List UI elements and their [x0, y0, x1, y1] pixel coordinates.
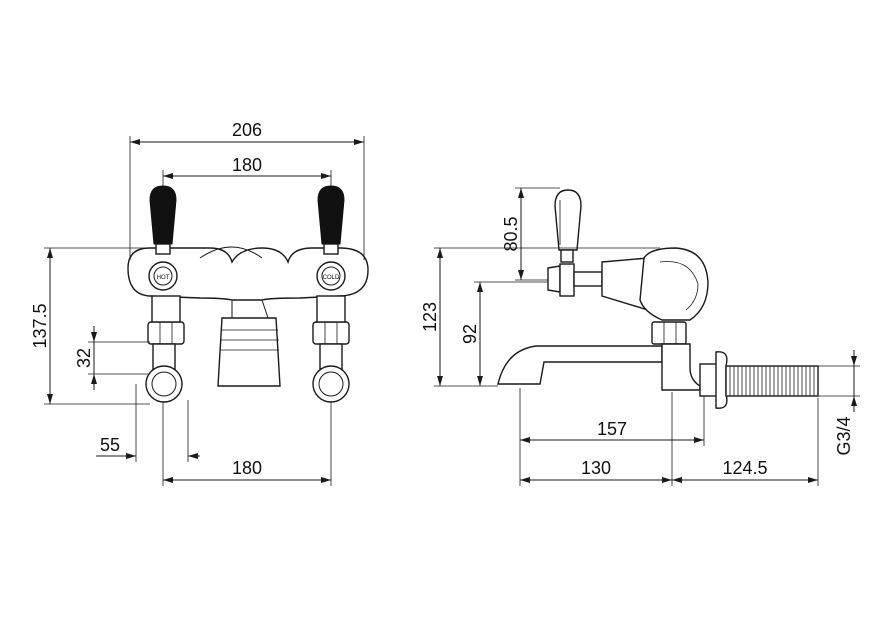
cold-label: COLD — [323, 275, 340, 281]
dim-32-label: 32 — [74, 348, 94, 368]
side-lever — [547, 189, 649, 311]
dim-g3-4-label: G3/4 — [834, 416, 854, 455]
dim-92-label: 92 — [460, 324, 480, 344]
inlet-legs — [145, 295, 350, 403]
side-body — [497, 247, 819, 409]
dim-tail-length: 124.5 — [672, 398, 819, 486]
hot-lever: HOT — [148, 185, 178, 291]
dim-206-label: 206 — [232, 120, 262, 140]
front-view: HOT COLD — [30, 120, 369, 486]
hot-label: HOT — [157, 275, 170, 281]
dim-123-label: 123 — [420, 302, 440, 332]
tap-body — [127, 246, 369, 387]
side-view: 80.5 123 92 157 130 — [420, 187, 860, 486]
dim-180-bottom-label: 180 — [232, 458, 262, 478]
dim-outlet-gap: 32 — [74, 326, 150, 390]
dim-lever-height: 80.5 — [501, 187, 560, 281]
dim-inlet-centres: 180 — [162, 402, 332, 486]
cold-lever: COLD — [316, 185, 346, 291]
dim-80-5-label: 80.5 — [501, 216, 521, 251]
dim-height: 137.5 — [30, 247, 150, 405]
dim-130-label: 130 — [581, 458, 611, 478]
dim-124-5-label: 124.5 — [722, 458, 767, 478]
dim-180-top-label: 180 — [232, 155, 262, 175]
dim-lever-centres: 180 — [162, 155, 332, 186]
dim-offset: 55 — [96, 384, 200, 462]
dim-157-label: 157 — [597, 419, 627, 439]
dim-137-label: 137.5 — [30, 303, 50, 348]
dim-thread: G3/4 — [818, 350, 860, 456]
dim-overall-width: 206 — [129, 120, 365, 260]
dim-projection: 157 — [519, 388, 705, 486]
dim-height-92: 92 — [460, 281, 548, 386]
dim-55-label: 55 — [100, 435, 120, 455]
dim-height-123: 123 — [420, 247, 660, 387]
dim-depth: 130 — [520, 392, 673, 486]
